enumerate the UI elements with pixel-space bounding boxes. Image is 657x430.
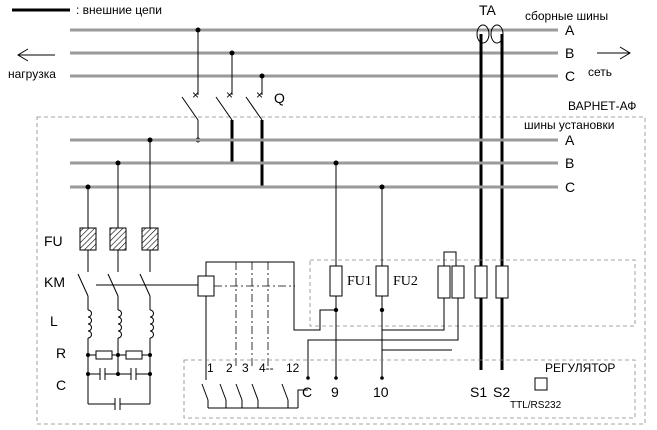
q-blade-c [245, 96, 263, 121]
relay-contact-2 [219, 383, 227, 401]
relay-contact-3 [235, 383, 243, 401]
terminal-c-node [306, 376, 310, 380]
collector-bus-c-label: C [565, 68, 575, 84]
relay-common-to-c [297, 389, 308, 408]
ct-fuse-s2 [495, 265, 509, 299]
pair-to-c-wire [307, 298, 459, 378]
pair-fuse-left [437, 265, 451, 299]
coil-supply-wire [205, 261, 336, 331]
current-transformer-label: TA [479, 2, 497, 18]
relay-number-1: 1 [207, 361, 214, 375]
resistor-node-2 [116, 353, 120, 357]
relay-number-4: 4-- [259, 361, 274, 375]
relay-contact-12 [281, 383, 289, 401]
fu1-fuse [329, 265, 343, 297]
fu2-label: FU2 [393, 274, 418, 289]
cap-node-3 [148, 372, 152, 376]
terminal-s1: S1 [470, 384, 487, 400]
q-contact-b-mark: × [226, 88, 233, 102]
load-arrow-head [17, 48, 29, 62]
relay-number-12: 12 [286, 361, 300, 375]
installation-bus-b-label: B [565, 155, 574, 171]
legend-text: : внешние цепи [76, 3, 162, 17]
pair-fuse-right [451, 265, 465, 299]
current-transformer-coil-left [476, 24, 490, 44]
terminal-c: C [302, 384, 312, 400]
cap-node-2 [116, 372, 120, 376]
installation-bus-c-label: C [565, 179, 575, 195]
resistor-1 [95, 350, 113, 360]
resistor-node-1 [86, 353, 90, 357]
inductor-1 [87, 309, 92, 339]
resistor-2 [125, 350, 143, 360]
fuse-3 [141, 227, 159, 251]
collector-buses-title: сборные шины [525, 9, 608, 23]
installation-buses-title: шины установки [524, 118, 614, 132]
terminal-10: 10 [373, 384, 389, 400]
q-contact-c-mark: × [256, 88, 263, 102]
collector-bus-b-label: B [565, 45, 574, 61]
resistor-node-3 [148, 353, 152, 357]
fuse-1 [79, 227, 97, 251]
regulator-title: РЕГУЛЯТОР [545, 361, 615, 375]
measurement-block [309, 259, 636, 327]
fu2-to-pair-wire [381, 298, 445, 331]
fu1-bottom-node [333, 307, 339, 313]
port-icon [534, 377, 548, 391]
km-contact-1 [77, 273, 89, 297]
terminal-9-node [334, 376, 338, 380]
collector-bus-a-label: A [565, 22, 575, 38]
inductor-2 [117, 309, 122, 339]
switch-q-label: Q [274, 90, 285, 106]
r-label: R [56, 345, 66, 361]
fu2-fuse [375, 265, 389, 297]
terminal-10-node [380, 376, 384, 380]
c-label: C [56, 377, 66, 393]
grid-label: сеть [588, 65, 612, 79]
regulator-block [183, 359, 636, 419]
km-coil [197, 275, 215, 297]
ct-fuse-s1 [474, 265, 488, 299]
inductor-3 [149, 309, 154, 339]
installation-bus-a-label: A [565, 132, 575, 148]
q-contact-a-mark: × [192, 88, 199, 102]
cap-node-1 [86, 372, 90, 376]
relay-number-3: 3 [242, 361, 249, 375]
grid-arrow-head [619, 46, 631, 60]
port-label: TTL/RS232 [510, 400, 562, 411]
relay-number-2: 2 [226, 361, 233, 375]
l-label: L [50, 313, 58, 329]
fuse-2 [109, 227, 127, 251]
q-blade-a [181, 96, 199, 121]
relay-contact-1 [201, 383, 209, 401]
relay-contact-4 [251, 383, 259, 401]
device-label: ВАРНЕТ-АФ [568, 99, 636, 113]
terminal-s2: S2 [493, 384, 510, 400]
pair-bridge [443, 251, 457, 266]
device-enclosure [36, 116, 646, 425]
q-blade-b [215, 96, 233, 121]
km-label: KM [44, 274, 65, 290]
fu1-label: FU1 [347, 274, 372, 289]
fu-label: FU [44, 233, 63, 249]
terminal-9: 9 [331, 384, 339, 400]
load-label: нагрузка [8, 67, 56, 81]
